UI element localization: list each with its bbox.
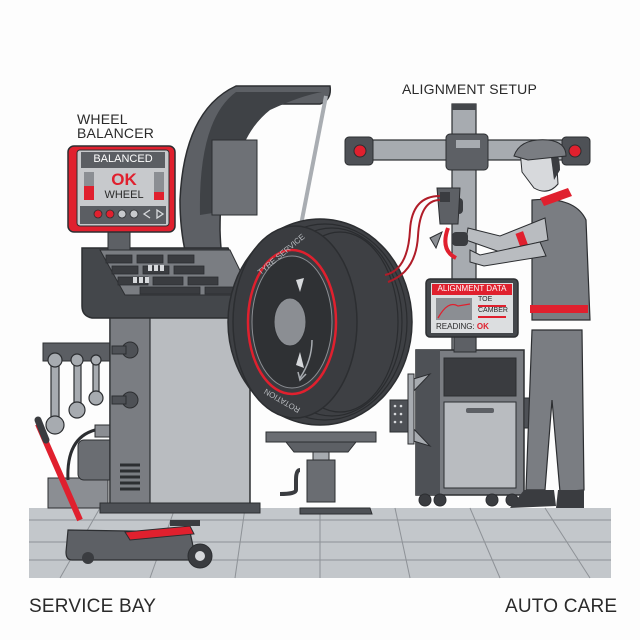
balancer-display-subtitle: WHEEL bbox=[104, 189, 144, 201]
reading-label: READING: bbox=[436, 322, 475, 331]
footer-service-bay: SERVICE BAY bbox=[29, 596, 157, 617]
balancer-display bbox=[67, 145, 176, 233]
wheel-balancer bbox=[81, 227, 261, 514]
tool-cables bbox=[384, 195, 441, 283]
wrench-rack bbox=[42, 342, 119, 435]
label-wheel-balancer-line1: WHEEL bbox=[77, 111, 128, 127]
alignment-display-reading: READING: OK bbox=[436, 322, 489, 331]
tyre bbox=[227, 218, 413, 426]
balancer-display-status: OK bbox=[111, 170, 137, 189]
label-wheel-balancer-line2: BALANCER bbox=[77, 125, 155, 141]
mechanic bbox=[429, 139, 591, 508]
alignment-cabinet bbox=[389, 349, 535, 507]
footer-auto-care: AUTO CARE bbox=[505, 596, 618, 617]
alignment-display-toe: TOE bbox=[478, 296, 493, 303]
balancer-display-header: BALANCED bbox=[93, 153, 153, 165]
wheel-lift bbox=[265, 431, 377, 515]
floor-jack bbox=[34, 416, 213, 569]
reading-value: OK bbox=[476, 322, 489, 331]
label-alignment-setup: ALIGNMENT SETUP bbox=[402, 81, 537, 97]
alignment-display-camber: CAMBER bbox=[478, 307, 508, 314]
alignment-display bbox=[425, 278, 519, 353]
alignment-display-header: ALIGNMENT DATA bbox=[437, 284, 507, 293]
